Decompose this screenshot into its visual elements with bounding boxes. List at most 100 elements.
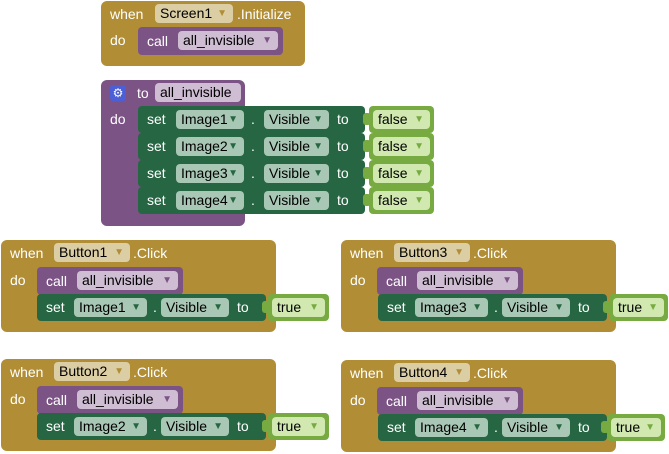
set-visible-block[interactable]: set Image4 ▼ . Visible ▼ to bbox=[138, 187, 365, 214]
puzzle-connector bbox=[363, 167, 371, 179]
chevron-down-icon: ▼ bbox=[313, 195, 323, 206]
component-label: Image2 bbox=[79, 418, 126, 434]
do-keyword: do bbox=[110, 32, 126, 48]
false-block[interactable]: false ▼ bbox=[363, 187, 434, 214]
property-dropdown[interactable]: Visible ▼ bbox=[264, 164, 329, 183]
screen-initialize-block[interactable]: when Screen1 ▼ .Initialize do call all_i… bbox=[101, 1, 305, 66]
call-keyword: call bbox=[386, 393, 408, 409]
property-dropdown[interactable]: Visible ▼ bbox=[264, 110, 329, 129]
component-dropdown[interactable]: Image4 ▼ bbox=[176, 191, 244, 210]
button-component-dropdown[interactable]: Button4 ▼ bbox=[394, 363, 470, 382]
chevron-down-icon: ▼ bbox=[114, 247, 124, 258]
set-visible-block[interactable]: set Image2 ▼ . Visible ▼ to bbox=[138, 133, 365, 160]
boolean-dropdown[interactable]: false ▼ bbox=[373, 137, 430, 156]
boolean-dropdown[interactable]: false ▼ bbox=[373, 110, 430, 129]
boolean-dropdown[interactable]: true ▼ bbox=[272, 298, 325, 317]
property-label: Visible bbox=[269, 138, 310, 154]
chevron-down-icon: ▼ bbox=[114, 366, 124, 377]
false-block[interactable]: false ▼ bbox=[363, 160, 434, 187]
boolean-dropdown[interactable]: true ▼ bbox=[272, 417, 325, 436]
true-block[interactable]: true ▼ bbox=[601, 414, 665, 441]
button-component-label: Button2 bbox=[59, 363, 108, 379]
procedure-label: all_invisible bbox=[422, 392, 494, 408]
to-keyword: to bbox=[578, 299, 590, 315]
true-block[interactable]: true ▼ bbox=[603, 294, 668, 321]
chevron-down-icon: ▼ bbox=[228, 195, 238, 206]
boolean-dropdown[interactable]: true ▼ bbox=[611, 418, 661, 437]
boolean-dropdown[interactable]: false ▼ bbox=[373, 164, 430, 183]
false-block[interactable]: false ▼ bbox=[363, 106, 434, 133]
boolean-dropdown[interactable]: false ▼ bbox=[373, 191, 430, 210]
chevron-down-icon: ▼ bbox=[309, 302, 319, 313]
boolean-value: true bbox=[277, 299, 302, 315]
property-dropdown[interactable]: Visible ▼ bbox=[264, 191, 329, 210]
call-procedure-block[interactable]: call all_invisible ▼ bbox=[377, 387, 523, 415]
call-procedure-block[interactable]: call all_invisible ▼ bbox=[377, 267, 523, 295]
component-dropdown[interactable]: Image1 ▼ bbox=[74, 298, 147, 317]
property-dropdown[interactable]: Visible ▼ bbox=[502, 298, 570, 317]
button-component-dropdown[interactable]: Button1 ▼ bbox=[54, 243, 130, 262]
procedure-label: all_invisible bbox=[183, 32, 255, 48]
chevron-down-icon: ▼ bbox=[313, 168, 323, 179]
gear-icon[interactable]: ⚙ bbox=[110, 85, 126, 101]
dot-separator: . bbox=[251, 165, 255, 181]
set-visible-block[interactable]: set Image3 ▼ . Visible ▼ to bbox=[378, 294, 607, 321]
chevron-down-icon: ▼ bbox=[414, 114, 424, 125]
button-component-label: Button1 bbox=[59, 244, 108, 260]
chevron-down-icon: ▼ bbox=[228, 141, 238, 152]
puzzle-connector bbox=[601, 421, 609, 433]
boolean-dropdown[interactable]: true ▼ bbox=[613, 298, 664, 317]
property-dropdown[interactable]: Visible ▼ bbox=[502, 418, 570, 437]
set-keyword: set bbox=[147, 192, 166, 208]
procedure-dropdown[interactable]: all_invisible ▼ bbox=[417, 391, 518, 410]
puzzle-connector bbox=[363, 113, 371, 125]
procedure-name-field[interactable]: all_invisible bbox=[155, 83, 241, 102]
set-keyword: set bbox=[147, 165, 166, 181]
chevron-down-icon: ▼ bbox=[162, 275, 172, 286]
false-block[interactable]: false ▼ bbox=[363, 133, 434, 160]
screen-component-dropdown[interactable]: Screen1 ▼ bbox=[155, 4, 233, 23]
call-procedure-block[interactable]: call all_invisible ▼ bbox=[138, 27, 283, 55]
dot-separator: . bbox=[251, 111, 255, 127]
chevron-down-icon: ▼ bbox=[554, 302, 564, 313]
component-dropdown[interactable]: Image3 ▼ bbox=[176, 164, 244, 183]
call-keyword: call bbox=[46, 392, 68, 408]
component-dropdown[interactable]: Image3 ▼ bbox=[415, 298, 488, 317]
to-keyword: to bbox=[337, 192, 349, 208]
call-procedure-block[interactable]: call all_invisible ▼ bbox=[37, 386, 183, 414]
procedure-dropdown[interactable]: all_invisible ▼ bbox=[417, 271, 518, 290]
call-keyword: call bbox=[46, 273, 68, 289]
component-dropdown[interactable]: Image2 ▼ bbox=[74, 417, 147, 436]
to-keyword: to bbox=[137, 85, 149, 101]
set-visible-block[interactable]: set Image1 ▼ . Visible ▼ to bbox=[37, 294, 266, 321]
procedure-dropdown[interactable]: all_invisible ▼ bbox=[77, 271, 178, 290]
call-procedure-block[interactable]: call all_invisible ▼ bbox=[37, 267, 183, 295]
property-dropdown[interactable]: Visible ▼ bbox=[161, 298, 229, 317]
component-dropdown[interactable]: Image4 ▼ bbox=[415, 418, 488, 437]
component-label: Image4 bbox=[420, 419, 467, 435]
puzzle-connector bbox=[363, 194, 371, 206]
property-dropdown[interactable]: Visible ▼ bbox=[264, 137, 329, 156]
when-keyword: when bbox=[10, 364, 44, 380]
set-visible-block[interactable]: set Image1 ▼ . Visible ▼ to bbox=[138, 106, 365, 133]
set-visible-block[interactable]: set Image2 ▼ . Visible ▼ to bbox=[37, 413, 266, 440]
set-keyword: set bbox=[147, 111, 166, 127]
set-visible-block[interactable]: set Image3 ▼ . Visible ▼ to bbox=[138, 160, 365, 187]
property-dropdown[interactable]: Visible ▼ bbox=[161, 417, 229, 436]
button-component-dropdown[interactable]: Button3 ▼ bbox=[394, 243, 470, 262]
property-label: Visible bbox=[269, 111, 310, 127]
component-dropdown[interactable]: Image2 ▼ bbox=[176, 137, 244, 156]
true-block[interactable]: true ▼ bbox=[262, 294, 329, 321]
set-visible-block[interactable]: set Image4 ▼ . Visible ▼ to bbox=[378, 414, 607, 441]
chevron-down-icon: ▼ bbox=[213, 302, 223, 313]
to-keyword: to bbox=[237, 299, 249, 315]
chevron-down-icon: ▼ bbox=[414, 168, 424, 179]
procedure-dropdown[interactable]: all_invisible ▼ bbox=[178, 31, 278, 50]
event-name: .Initialize bbox=[237, 6, 292, 22]
button-component-dropdown[interactable]: Button2 ▼ bbox=[54, 362, 130, 381]
component-label: Image2 bbox=[181, 138, 228, 154]
when-keyword: when bbox=[10, 245, 44, 261]
component-dropdown[interactable]: Image1 ▼ bbox=[176, 110, 244, 129]
true-block[interactable]: true ▼ bbox=[262, 413, 329, 440]
procedure-dropdown[interactable]: all_invisible ▼ bbox=[77, 390, 178, 409]
